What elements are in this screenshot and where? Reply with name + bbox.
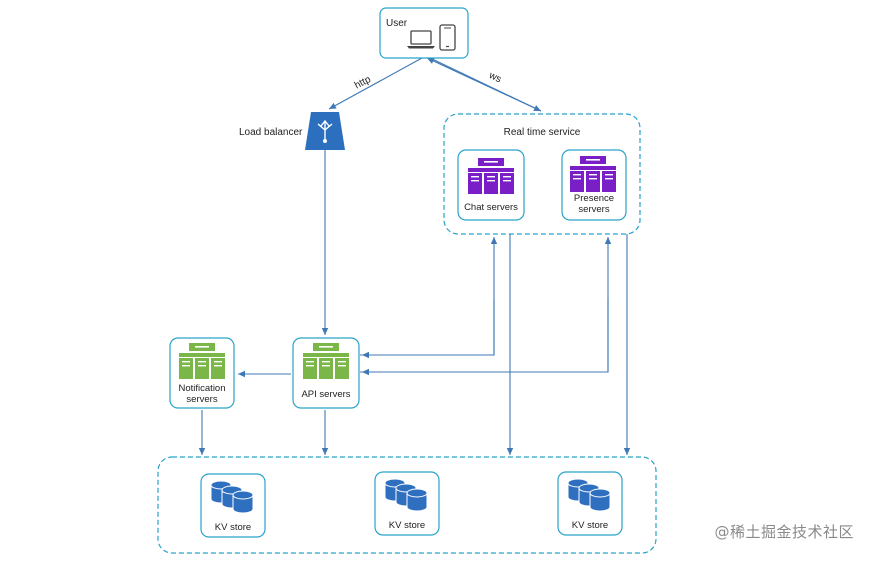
edge-label-http: http — [353, 74, 373, 92]
user-node: User — [379, 7, 469, 59]
load-balancer-node: Load balancer — [239, 112, 345, 150]
load-balancer-label: Load balancer — [239, 127, 303, 138]
presence-servers-label-line1: Presence — [574, 193, 614, 204]
kv-store-node-2: KV store — [374, 471, 440, 536]
notification-servers-label-line2: servers — [186, 394, 217, 405]
edge-presence-to-api — [362, 300, 609, 376]
notification-servers-label-line1: Notification — [179, 383, 226, 394]
edge-ws-back — [426, 57, 542, 112]
edge-label-ws: ws — [486, 70, 503, 86]
api-servers-label: API servers — [301, 389, 350, 400]
chat-servers-label: Chat servers — [464, 202, 518, 213]
kv-store-label-1: KV store — [215, 522, 251, 533]
edge-api-to-chat — [360, 237, 498, 356]
edge-chat-to-api — [362, 300, 495, 359]
kv-store-group — [157, 456, 657, 554]
notification-servers-node: Notification servers — [169, 337, 235, 409]
edges — [198, 56, 631, 455]
chat-servers-node: Chat servers — [457, 149, 525, 221]
load-balancer-icon — [305, 112, 345, 150]
user-label: User — [386, 18, 408, 29]
kv-store-label-3: KV store — [572, 520, 608, 531]
phone-icon — [439, 24, 456, 51]
api-servers-node: API servers — [292, 337, 360, 409]
presence-servers-node: Presence servers — [561, 149, 627, 221]
edge-api-to-presence — [360, 237, 612, 373]
kv-store-label-2: KV store — [389, 520, 425, 531]
real-time-service-group — [443, 113, 641, 235]
laptop-icon — [407, 30, 435, 49]
kv-store-node-3: KV store — [557, 471, 623, 536]
real-time-service-label: Real time service — [504, 127, 581, 138]
edge-user-to-lb — [328, 57, 423, 110]
kv-store-node-1: KV store — [200, 473, 266, 538]
presence-servers-label-line2: servers — [578, 204, 609, 215]
watermark: @稀土掘金技术社区 — [714, 523, 854, 541]
